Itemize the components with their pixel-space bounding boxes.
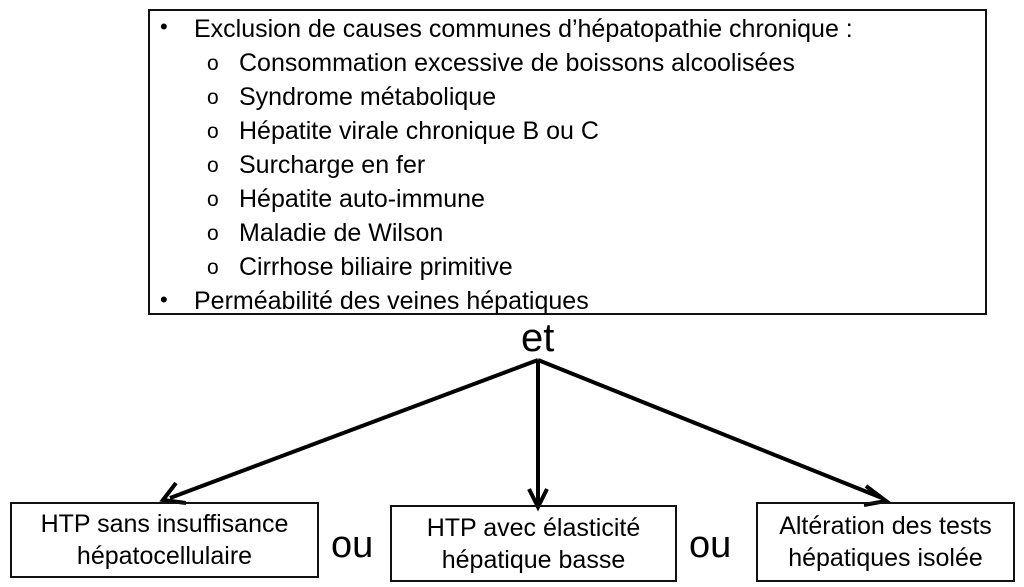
result-text-low-elasticity: HTP avec élasticité hépatique basse (426, 513, 641, 574)
arrow-left (169, 358, 539, 500)
criteria-subitem-autoimmune: Hépatite auto-immune (239, 185, 485, 213)
sub-bullet-marker: o (207, 222, 219, 245)
sub-bullet-marker: o (207, 154, 219, 177)
arrow-right (537, 358, 883, 500)
criteria-subitem-alcohol: Consommation excessive de boissons alcoo… (239, 49, 795, 77)
result-box-isolated-tests: Altération des tests hépatiques isolée (756, 502, 1015, 582)
bullet-1-marker: • (160, 14, 168, 39)
result-text-no-insufficiency: HTP sans insuffisance hépatocellulaire (40, 510, 289, 570)
criteria-subitem-iron-overload: Surcharge en fer (239, 151, 426, 179)
criteria-subitem-biliary-cirrhosis: Cirrhose biliaire primitive (239, 253, 513, 281)
sub-bullet-marker: o (207, 188, 219, 211)
connector-and-label: et (521, 316, 555, 360)
result-box-low-elasticity: HTP avec élasticité hépatique basse (390, 505, 677, 582)
result-text-isolated-tests: Altération des tests hépatiques isolée (779, 512, 992, 572)
criteria-item-exclusion: Exclusion de causes communes d’hépatopat… (194, 15, 853, 43)
criteria-item-hepatic-veins: Perméabilité des veines hépatiques (194, 287, 589, 315)
or-label-right: ou (689, 524, 732, 566)
bullet-2-marker: • (160, 287, 168, 312)
sub-bullet-marker: o (207, 120, 219, 143)
criteria-subitem-wilson: Maladie de Wilson (239, 219, 444, 247)
criteria-box (148, 9, 987, 315)
sub-bullet-marker: o (207, 52, 219, 75)
sub-bullet-marker: o (207, 256, 219, 279)
result-box-no-insufficiency: HTP sans insuffisance hépatocellulaire (10, 502, 319, 578)
criteria-subitem-metabolic: Syndrome métabolique (239, 83, 497, 111)
arrowhead-center (527, 488, 549, 512)
sub-bullet-marker: o (207, 86, 219, 109)
criteria-subitem-viral-hepatitis: Hépatite virale chronique B ou C (239, 117, 599, 145)
or-label-left: ou (331, 524, 374, 566)
